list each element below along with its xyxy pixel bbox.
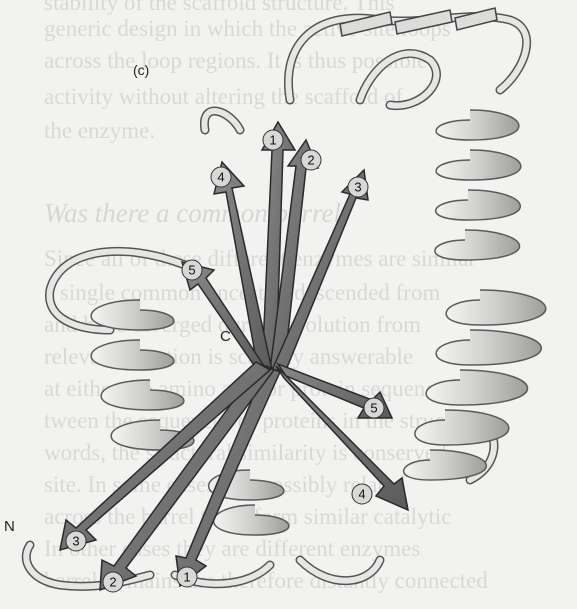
svg-text:3: 3 — [354, 180, 361, 195]
strand-label-4-bottom: 4 — [352, 484, 372, 504]
svg-text:5: 5 — [370, 401, 377, 416]
svg-text:2: 2 — [109, 575, 116, 590]
strand-label-5-bottom: 5 — [364, 398, 384, 418]
svg-text:4: 4 — [358, 487, 365, 502]
panel-label: (c) — [133, 62, 149, 78]
svg-text:1: 1 — [269, 133, 276, 148]
helix-right-upper — [435, 110, 521, 260]
strand-label-2-bottom: 2 — [103, 572, 123, 592]
helix-right-lower — [404, 290, 546, 480]
strand-label-5-top: 5 — [182, 260, 202, 280]
strand-label-3-bottom: 3 — [66, 531, 86, 551]
svg-text:5: 5 — [188, 263, 195, 278]
strand-label-2-top: 2 — [301, 150, 321, 170]
helix-left — [91, 300, 194, 450]
strand-label-1-bottom: 1 — [177, 567, 197, 587]
c-terminus-label: C — [220, 328, 231, 345]
svg-text:2: 2 — [307, 153, 314, 168]
svg-text:4: 4 — [217, 170, 224, 185]
strand-label-3-top: 3 — [348, 177, 368, 197]
strand-label-4-top: 4 — [211, 167, 231, 187]
svg-text:1: 1 — [183, 570, 190, 585]
strand-label-1-top: 1 — [263, 130, 283, 150]
n-terminus-label: N — [4, 518, 15, 535]
svg-text:3: 3 — [72, 534, 79, 549]
